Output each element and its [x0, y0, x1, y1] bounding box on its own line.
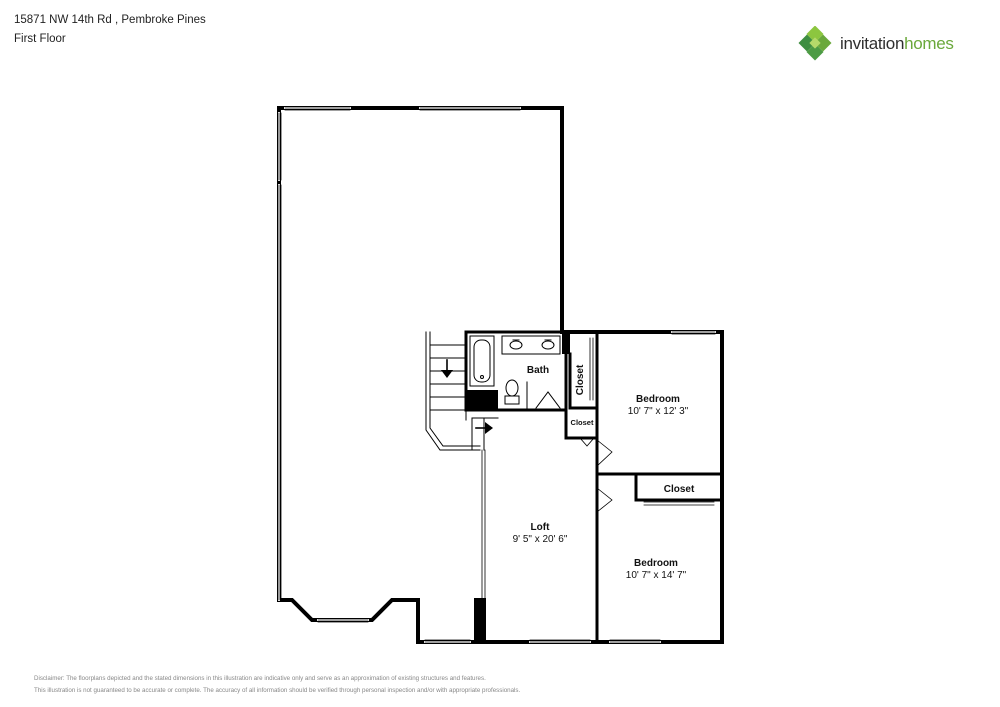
- bath-door: [526, 381, 561, 409]
- closet-small-door: [579, 437, 595, 447]
- bedroom-1-dimensions: 10' 7" x 12' 3": [628, 406, 689, 417]
- bedroom-2-dimensions: 10' 7" x 14' 7": [626, 570, 687, 581]
- closet-right-walls: [634, 472, 724, 502]
- stair-down-arrow: [441, 359, 453, 378]
- door-swings: [596, 439, 613, 513]
- closet-vertical-label: Closet: [575, 364, 586, 395]
- closet-vertical-walls: [568, 330, 599, 476]
- stair-right-arrow: [475, 422, 493, 434]
- closet-vertical-door: [589, 337, 594, 401]
- floor-label: First Floor: [14, 33, 66, 45]
- wall-block-bottom: [474, 598, 486, 642]
- wall-column: [562, 332, 570, 354]
- closet-small-label: Closet: [571, 418, 594, 427]
- bath-label: Bath: [527, 365, 549, 376]
- bedroom-divider-wall: [595, 472, 724, 644]
- invitation-homes-logo[interactable]: invitationhomes: [798, 25, 978, 62]
- property-address: 15871 NW 14th Rd , Pembroke Pines: [14, 14, 206, 26]
- closet-right-door: [643, 501, 715, 506]
- closet-small-walls: [564, 408, 599, 440]
- closet-right-label: Closet: [664, 484, 695, 495]
- loft-dimensions: 9' 5" x 20' 6": [513, 534, 568, 545]
- railing: [481, 449, 486, 599]
- bath-wall-block: [466, 390, 498, 410]
- disclaimer-line-1: Disclaimer: The floorplans depicted and …: [34, 675, 486, 682]
- staircase: [425, 331, 499, 451]
- window-lines: [278, 107, 716, 643]
- double-vanity: [501, 335, 561, 355]
- diamond-cluster-icon: [798, 25, 832, 61]
- loft-name: Loft: [531, 522, 551, 533]
- disclaimer-line-2: This illustration is not guaranteed to b…: [34, 687, 521, 694]
- bedroom-1-name: Bedroom: [636, 394, 680, 405]
- toilet: [504, 379, 520, 405]
- bedroom-2-name: Bedroom: [634, 558, 678, 569]
- bathtub: [469, 335, 495, 387]
- logo-wordmark: invitationhomes: [840, 34, 954, 53]
